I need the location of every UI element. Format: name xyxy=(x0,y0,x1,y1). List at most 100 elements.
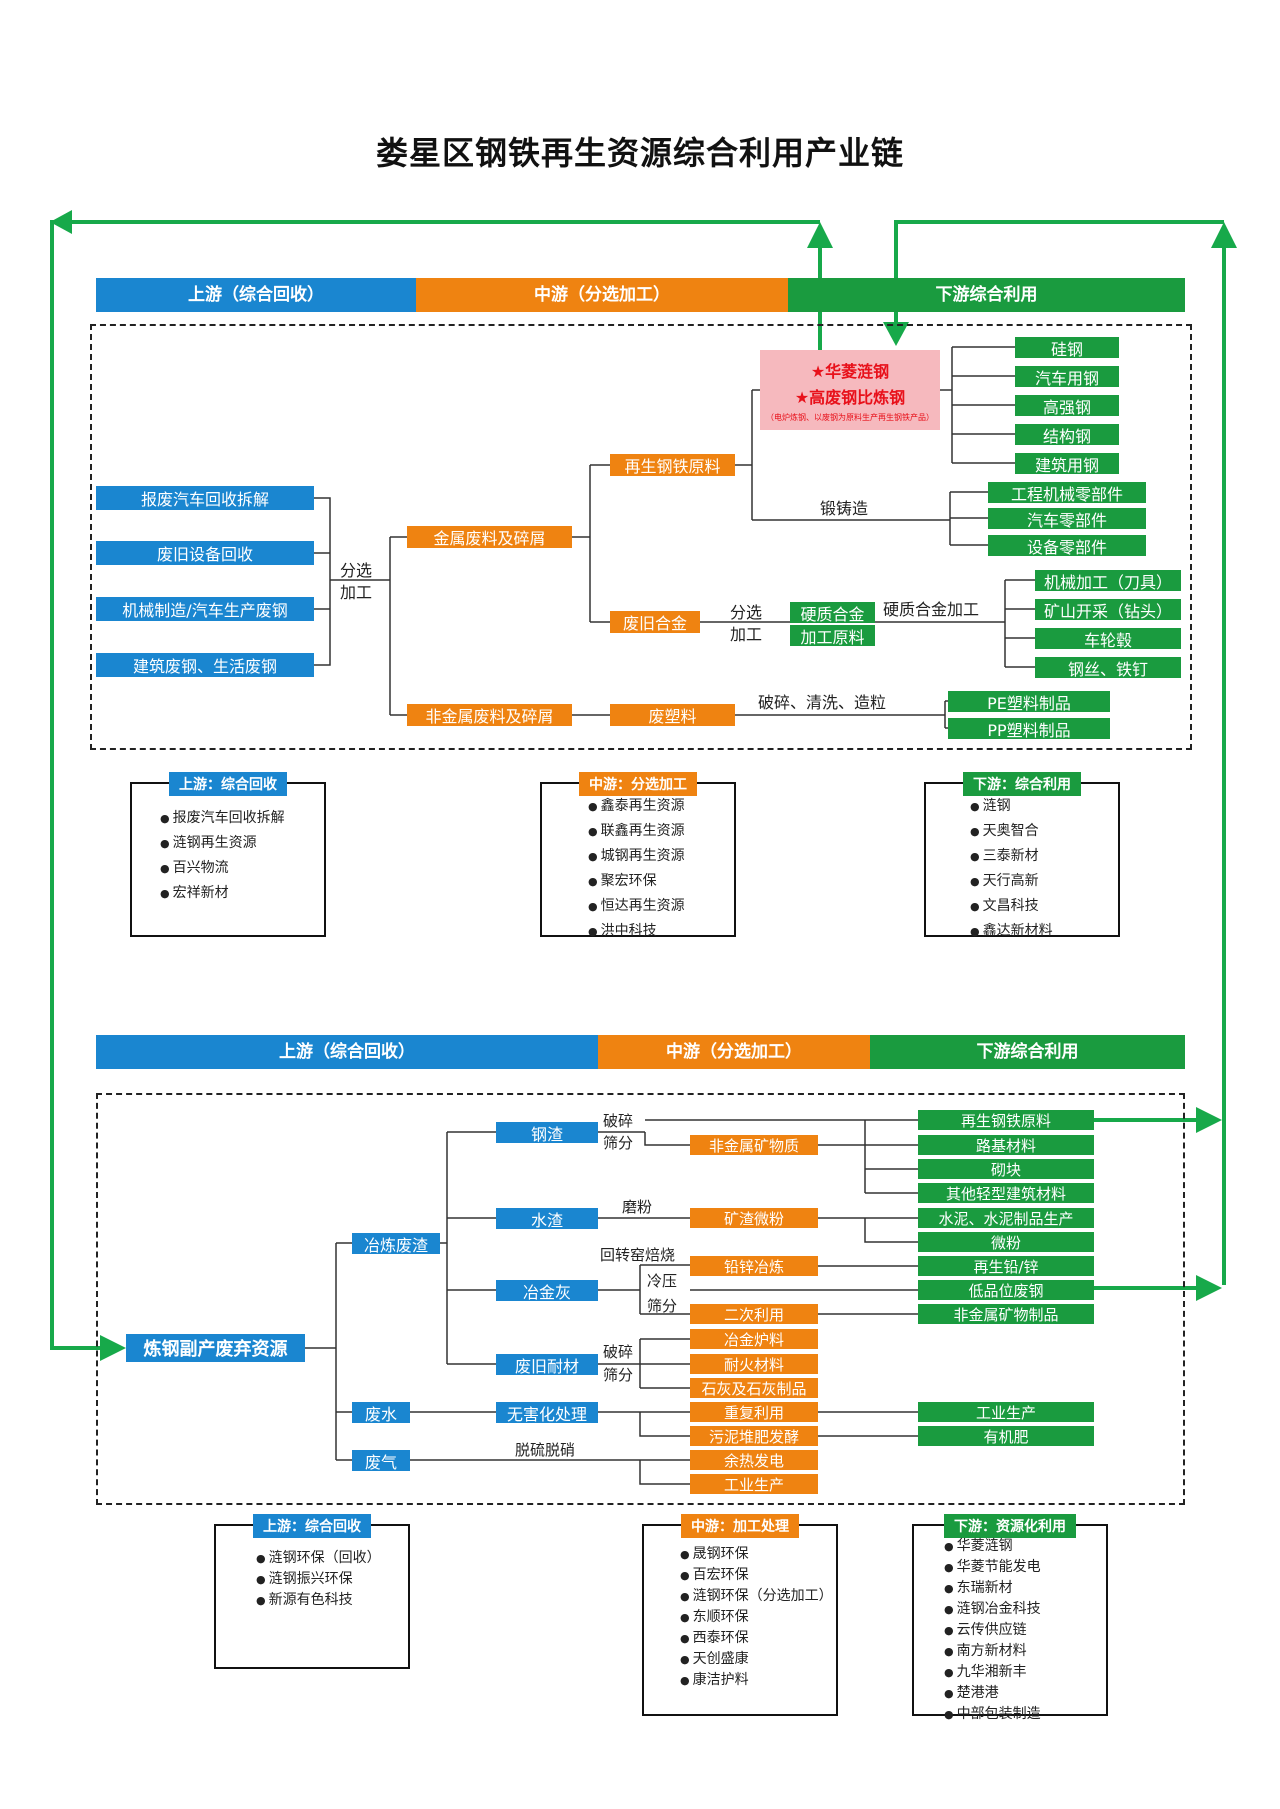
header-midstream-2: 中游（分选加工） xyxy=(598,1035,870,1069)
water-reuse-node: 重复利用 xyxy=(690,1402,818,1422)
metal-scrap-node: 金属废料及碎屑 xyxy=(407,526,572,548)
product-high-strength-steel: 高强钢 xyxy=(1015,395,1119,416)
list-item: 涟钢冶金科技 xyxy=(944,1599,1041,1620)
waste-plastic-node: 废塑料 xyxy=(610,704,735,726)
product-structural-steel: 结构钢 xyxy=(1015,424,1119,445)
slag-powder-node: 矿渣微粉 xyxy=(690,1208,818,1228)
source-manufacturing-scrap: 机械制造/汽车生产废钢 xyxy=(96,597,314,621)
source-old-equipment: 废旧设备回收 xyxy=(96,541,314,565)
water-slag-node: 水渣 xyxy=(496,1208,598,1229)
list-item: 宏祥新材 xyxy=(160,881,285,906)
product-nonmetal-mineral: 非金属矿物制品 xyxy=(918,1304,1094,1324)
product-wire-nails: 钢丝、铁钉 xyxy=(1035,657,1181,678)
chain1-frame xyxy=(90,324,1192,750)
list-item: 文昌科技 xyxy=(970,894,1053,919)
product-recycled-steel: 再生钢铁原料 xyxy=(918,1110,1094,1130)
chain2-frame xyxy=(96,1093,1185,1505)
metallurgical-charge-node: 冶金炉料 xyxy=(690,1329,818,1349)
list-item: 东顺环保 xyxy=(680,1607,833,1628)
source-construction-scrap: 建筑废钢、生活废钢 xyxy=(96,653,314,677)
sort-label-line2: 加工 xyxy=(340,583,373,602)
product-cement: 水泥、水泥制品生产 xyxy=(918,1208,1094,1228)
panel1-downstream-title: 下游：综合利用 xyxy=(963,772,1081,796)
list-item: 华菱节能发电 xyxy=(944,1557,1041,1578)
highlight-line2: ★高废钢比炼钢 xyxy=(794,388,906,407)
product-light-building: 其他轻型建筑材料 xyxy=(918,1183,1094,1203)
list-item: 中部包装制造 xyxy=(944,1704,1041,1725)
panel1-upstream: 上游：综合回收 报废汽车回收拆解 涟钢再生资源 百兴物流 宏祥新材 xyxy=(130,772,326,937)
desulfurization-label: 脱硫脱硝 xyxy=(515,1441,576,1459)
product-low-grade-scrap: 低品位废钢 xyxy=(918,1280,1094,1300)
cold-press-label-1: 冷压 xyxy=(647,1272,678,1290)
lead-zinc-smelting-node: 铅锌冶炼 xyxy=(690,1256,818,1276)
source-scrapped-cars: 报废汽车回收拆解 xyxy=(96,486,314,510)
hard-alloy-material-1: 硬质合金 xyxy=(790,602,875,623)
product-mining-drills: 矿山开采（钻头） xyxy=(1035,599,1181,620)
list-item: 天创盛康 xyxy=(680,1649,833,1670)
list-item: 涟钢环保（分选加工） xyxy=(680,1586,833,1607)
highlight-line1: ★华菱涟钢 xyxy=(810,362,890,381)
product-engineering-parts: 工程机械零部件 xyxy=(988,482,1146,503)
product-machining-tools: 机械加工（刀具） xyxy=(1035,570,1181,591)
list-item: 天奥智合 xyxy=(970,819,1053,844)
rotary-kiln-label: 回转窑焙烧 xyxy=(600,1246,676,1264)
product-silicon-steel: 硅钢 xyxy=(1015,337,1119,358)
product-lead-zinc: 再生铅/锌 xyxy=(918,1256,1094,1276)
panel2-midstream: 中游：加工处理 晟钢环保 百宏环保 涟钢环保（分选加工） 东顺环保 西泰环保 天… xyxy=(642,1514,838,1716)
header-downstream-1: 下游综合利用 xyxy=(788,278,1185,312)
forging-label: 锻铸造 xyxy=(820,499,869,518)
list-item: 东瑞新材 xyxy=(944,1578,1041,1599)
panel1-downstream: 下游：综合利用 涟钢 天奥智合 三泰新材 天行高新 文昌科技 鑫达新材料 xyxy=(924,772,1120,939)
list-item: 恒达再生资源 xyxy=(588,894,685,919)
slag-node: 冶炼废渣 xyxy=(352,1233,440,1254)
list-item: 报废汽车回收拆解 xyxy=(160,806,285,831)
panel1-midstream-title: 中游：分选加工 xyxy=(579,772,697,796)
panel2-upstream: 上游：综合回收 涟钢环保（回收） 涟钢振兴环保 新源有色科技 xyxy=(214,1514,410,1669)
refractory-crush-label-2: 筛分 xyxy=(603,1366,634,1384)
metallurgical-dust-node: 冶金灰 xyxy=(496,1280,598,1301)
list-item: 云传供应链 xyxy=(944,1620,1041,1641)
highlight-note: （电炉炼钢、以废钢为原料生产再生钢铁产品） xyxy=(766,413,934,422)
alloy-sort-line2: 加工 xyxy=(730,625,763,644)
product-construction-steel: 建筑用钢 xyxy=(1015,453,1119,474)
grind-label: 磨粉 xyxy=(622,1198,653,1216)
nonmetal-mineral-node: 非金属矿物质 xyxy=(690,1135,818,1155)
list-item: 百宏环保 xyxy=(680,1565,833,1586)
alloy-process-label: 硬质合金加工 xyxy=(883,600,980,619)
list-item: 鑫达新材料 xyxy=(970,919,1053,944)
refractory-material-node: 耐火材料 xyxy=(690,1354,818,1374)
panel2-midstream-title: 中游：加工处理 xyxy=(681,1514,799,1538)
cold-press-label-2: 筛分 xyxy=(647,1297,678,1315)
hard-alloy-material-2: 加工原料 xyxy=(790,625,875,646)
lime-products-node: 石灰及石灰制品 xyxy=(690,1378,818,1398)
product-organic-fertilizer: 有机肥 xyxy=(918,1426,1094,1446)
product-pe-plastic: PE塑料制品 xyxy=(948,691,1110,712)
product-auto-steel: 汽车用钢 xyxy=(1015,366,1119,387)
waste-gas-node: 废气 xyxy=(352,1450,410,1471)
list-item: 天行高新 xyxy=(970,869,1053,894)
list-item: 西泰环保 xyxy=(680,1628,833,1649)
secondary-use-node: 二次利用 xyxy=(690,1304,818,1324)
product-wheel-hub: 车轮毂 xyxy=(1035,628,1181,649)
wastewater-node: 废水 xyxy=(352,1402,410,1423)
list-item: 南方新材料 xyxy=(944,1641,1041,1662)
steel-slag-node: 钢渣 xyxy=(496,1122,598,1143)
list-item: 三泰新材 xyxy=(970,844,1053,869)
crush-label-2: 筛分 xyxy=(603,1134,634,1152)
list-item: 晟钢环保 xyxy=(680,1544,833,1565)
list-item: 涟钢 xyxy=(970,794,1053,819)
list-item: 九华湘新丰 xyxy=(944,1662,1041,1683)
header-downstream-2: 下游综合利用 xyxy=(870,1035,1185,1069)
page-title: 娄星区钢铁再生资源综合利用产业链 xyxy=(375,134,904,172)
hard-alloy-node: 废旧合金 xyxy=(610,611,700,633)
panel2-downstream: 下游：资源化利用 华菱涟钢 华菱节能发电 东瑞新材 涟钢冶金科技 云传供应链 南… xyxy=(912,1514,1108,1722)
list-item: 百兴物流 xyxy=(160,856,285,881)
list-item: 新源有色科技 xyxy=(256,1590,381,1611)
product-micropowder: 微粉 xyxy=(918,1232,1094,1252)
list-item: 鑫泰再生资源 xyxy=(588,794,685,819)
list-item: 涟钢环保（回收） xyxy=(256,1548,381,1569)
harmless-treatment-node: 无害化处理 xyxy=(496,1402,598,1423)
product-industrial: 工业生产 xyxy=(918,1402,1094,1422)
alloy-sort-line1: 分选 xyxy=(730,603,763,622)
